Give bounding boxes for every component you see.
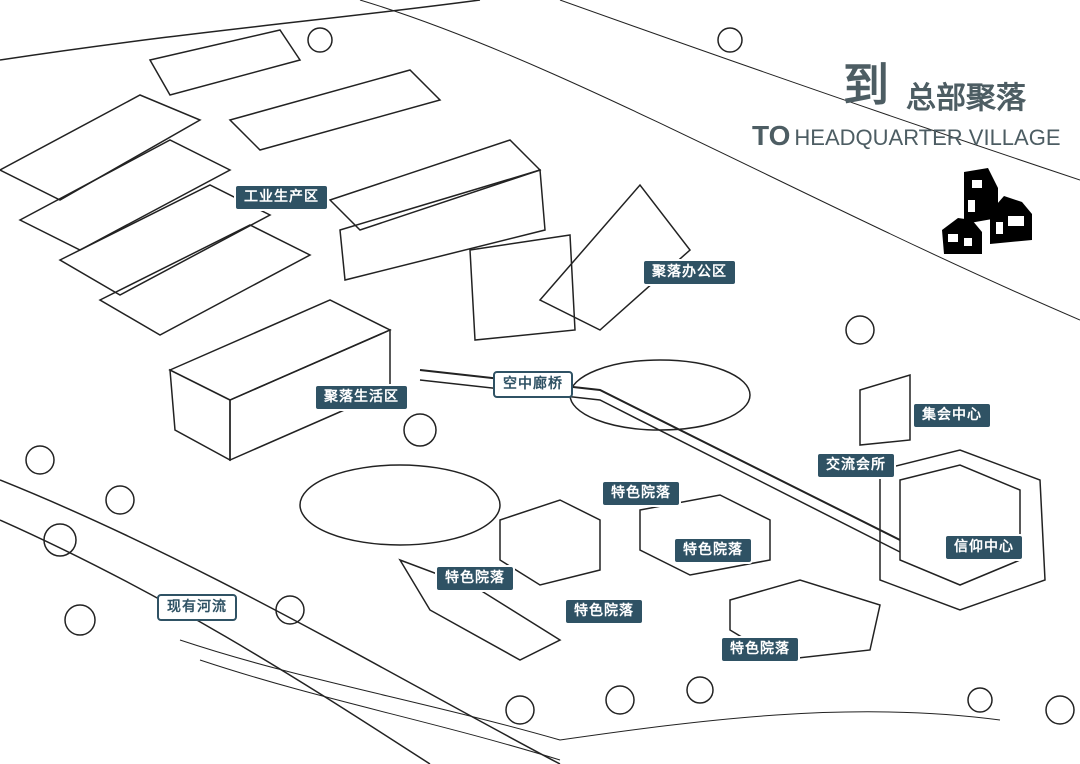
label-assembly-center: 集会中心 [912,402,992,429]
label-living-zone: 聚落生活区 [314,384,409,411]
label-courtyard: 特色院落 [673,537,753,564]
label-courtyard: 特色院落 [720,636,800,663]
label-faith-center: 信仰中心 [944,534,1024,561]
label-courtyard: 特色院落 [601,480,681,507]
title-cn-big: 到 [843,58,889,112]
village-houses-icon [942,168,1032,254]
label-industrial-zone: 工业生产区 [234,184,329,211]
label-sky-bridge: 空中廊桥 [493,371,573,398]
label-exchange-club: 交流会所 [816,452,896,479]
title-en-to: TO [752,120,791,151]
title-cn: 总部聚落 [906,81,1026,116]
label-courtyard: 特色院落 [564,598,644,625]
title-en-rest: HEADQUARTER VILLAGE [794,125,1061,150]
label-courtyard: 特色院落 [435,565,515,592]
label-office-zone: 聚落办公区 [642,259,737,286]
label-existing-river: 现有河流 [157,594,237,621]
